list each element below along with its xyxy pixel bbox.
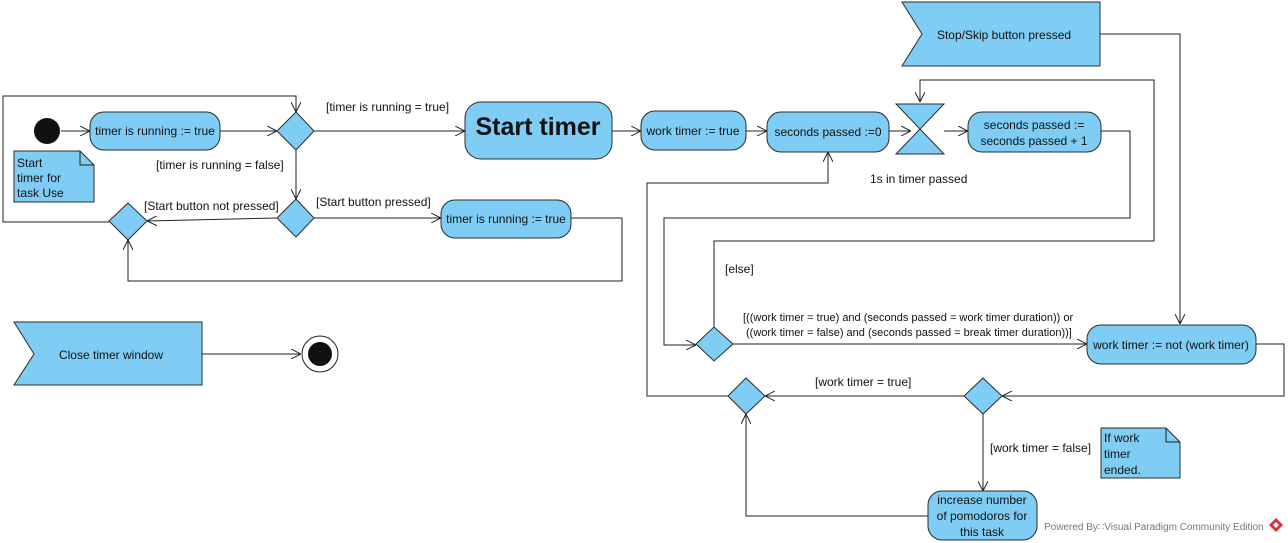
action-seconds-zero[interactable]: seconds passed :=0 (766, 111, 890, 153)
guard-running-true: [timer is running = true] (326, 100, 449, 114)
guard-labels: [timer is running = true] [timer is runn… (144, 100, 1091, 455)
decision-work-timer[interactable] (963, 377, 1003, 415)
note-start-timer: Start timer for task Use (13, 150, 95, 203)
action-seconds-increment[interactable]: seconds passed := seconds passed + 1 (967, 111, 1102, 153)
action-increase-pomodoros[interactable]: increase number of pomodoros for this ta… (927, 490, 1038, 541)
note-work-timer-ended: If work timer ended. (1100, 427, 1181, 479)
action-label-line-2: of pomodoros for (937, 509, 1028, 523)
time-event-label: 1s in timer passed (870, 172, 967, 186)
action-label-line-2: seconds passed + 1 (980, 134, 1087, 148)
final-node (301, 335, 339, 373)
note-line-3: task Use (17, 186, 64, 200)
time-event-hourglass-icon (894, 103, 946, 155)
action-set-running-2[interactable]: timer is running := true (440, 199, 572, 239)
action-start-timer[interactable]: Start timer (464, 101, 613, 160)
action-label-line-1: increase number (937, 493, 1026, 507)
signal-close-window[interactable]: Close timer window (13, 321, 203, 386)
edge-merge-to-seconds (646, 152, 828, 397)
action-label: work timer := true (645, 124, 739, 138)
signal-label: Close timer window (59, 348, 163, 362)
edge-increment-to-decision (663, 130, 1131, 345)
action-set-running-1[interactable]: timer is running := true (89, 111, 221, 151)
guard-else: [else] (725, 262, 754, 276)
action-label: Start timer (475, 113, 600, 141)
guard-start-pressed: [Start button pressed] (316, 195, 431, 209)
decision-merge-bottom[interactable] (727, 377, 766, 415)
action-label: timer is running := true (446, 212, 566, 226)
edge-loop-to-top (2, 95, 296, 223)
edge-stop-skip-to-toggle (1100, 33, 1180, 324)
action-label-line-3: this task (960, 525, 1005, 539)
edges (2, 33, 1285, 517)
note-line-1: If work (1104, 431, 1140, 445)
action-toggle-work-timer[interactable]: work timer := not (work timer) (1086, 324, 1257, 365)
edge-start-not-pressed (147, 218, 278, 221)
edge-running2-back (128, 217, 623, 282)
action-label: seconds passed :=0 (774, 125, 881, 139)
guard-running-false: [timer is running = false] (156, 158, 284, 172)
action-label: timer is running := true (95, 124, 215, 138)
edge-else-loop (713, 79, 1155, 327)
guard-start-not-pressed: [Start button not pressed] (144, 199, 279, 213)
decision-timer-ended[interactable] (695, 326, 734, 362)
signal-label: Stop/Skip button pressed (937, 28, 1071, 42)
note-line-2: timer for (17, 171, 61, 185)
guard-work-true: [work timer = true] (815, 375, 911, 389)
edge-toggle-to-decision (1002, 343, 1285, 396)
visual-paradigm-logo-icon (1269, 518, 1283, 532)
footer: Powered By∷Visual Paradigm Community Edi… (1044, 518, 1283, 533)
action-label: work timer := not (work timer) (1092, 338, 1249, 352)
initial-node (34, 118, 60, 144)
edge-increase-to-merge (746, 414, 928, 517)
action-label-line-1: seconds passed := (984, 118, 1084, 132)
note-line-2: timer (1104, 447, 1131, 461)
signal-stop-skip[interactable]: Stop/Skip button pressed (901, 1, 1101, 67)
guard-condition-line-1: [((work timer = true) and (seconds passe… (743, 312, 1073, 324)
powered-by-text: Powered By∷Visual Paradigm Community Edi… (1044, 522, 1264, 533)
action-work-timer-true[interactable]: work timer := true (640, 110, 747, 151)
decision-running[interactable] (276, 111, 315, 151)
guard-work-false: [work timer = false] (990, 441, 1091, 455)
guard-condition-line-2: ((work timer = false) and (seconds passe… (746, 327, 1072, 339)
decision-loop-merge[interactable] (108, 202, 148, 241)
note-line-1: Start (17, 156, 43, 170)
note-line-3: ended. (1104, 463, 1141, 477)
decision-start-button[interactable] (276, 198, 315, 238)
